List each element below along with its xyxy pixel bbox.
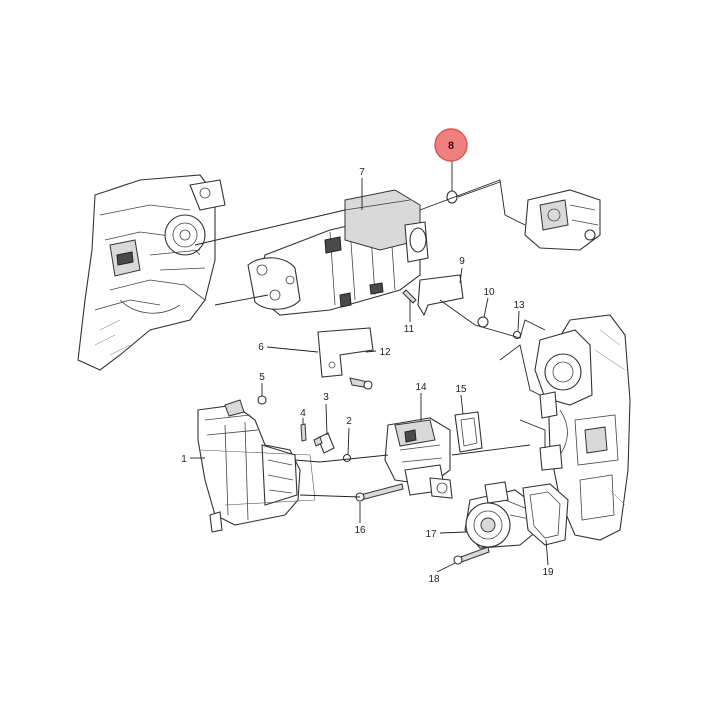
engine-block-left bbox=[77, 174, 226, 371]
bracket-9 bbox=[417, 274, 464, 317]
callout-18-label: 18 bbox=[428, 574, 440, 585]
callout-6-label: 6 bbox=[258, 342, 264, 353]
callout-5-label: 5 bbox=[259, 372, 265, 383]
callout-leaders bbox=[190, 158, 549, 573]
coolant-reservoir bbox=[197, 399, 316, 533]
callout-7-label: 7 bbox=[359, 167, 365, 178]
valve-gasket bbox=[454, 411, 483, 453]
callout-4-label: 4 bbox=[300, 408, 306, 419]
callout-19-label: 19 bbox=[542, 567, 554, 578]
bolt-18 bbox=[453, 546, 490, 565]
callout-2-label: 2 bbox=[346, 416, 352, 427]
callout-13-label: 13 bbox=[513, 300, 525, 311]
water-pump bbox=[464, 481, 539, 549]
connection-lines bbox=[194, 179, 546, 498]
callout-16-label: 16 bbox=[354, 525, 366, 536]
egr-valve-actuator bbox=[384, 417, 453, 499]
callout-14-label: 14 bbox=[415, 382, 427, 393]
callout-3-label: 3 bbox=[323, 392, 329, 403]
callout-11-label: 11 bbox=[404, 324, 415, 335]
bolt-11 bbox=[402, 289, 417, 304]
callout-9-label: 9 bbox=[459, 256, 465, 267]
bolt-16 bbox=[355, 483, 404, 502]
callout-17-label: 17 bbox=[425, 529, 437, 540]
bolt-12 bbox=[349, 377, 373, 390]
nut-10 bbox=[477, 316, 489, 328]
pump-gasket bbox=[522, 483, 569, 546]
callout-10-label: 10 bbox=[483, 287, 495, 298]
clip-5 bbox=[257, 395, 267, 405]
callout-8-label: 8 bbox=[448, 140, 454, 152]
callout-labels: 1 2 3 4 5 6 7 9 10 11 12 13 14 15 16 17 … bbox=[181, 167, 554, 585]
engine-head-upper-right bbox=[524, 189, 601, 251]
callout-15-label: 15 bbox=[455, 384, 467, 395]
egr-cooler bbox=[247, 189, 429, 316]
callout-1-label: 1 bbox=[181, 454, 187, 465]
washer-2 bbox=[342, 453, 352, 463]
highlighted-callout-8[interactable]: 8 bbox=[434, 128, 468, 162]
fitting-3 bbox=[313, 432, 335, 454]
engine-block-lower-right bbox=[534, 314, 631, 541]
bolt-4 bbox=[300, 423, 307, 442]
callout-12-label: 12 bbox=[379, 347, 391, 358]
bracket-6 bbox=[317, 327, 374, 378]
